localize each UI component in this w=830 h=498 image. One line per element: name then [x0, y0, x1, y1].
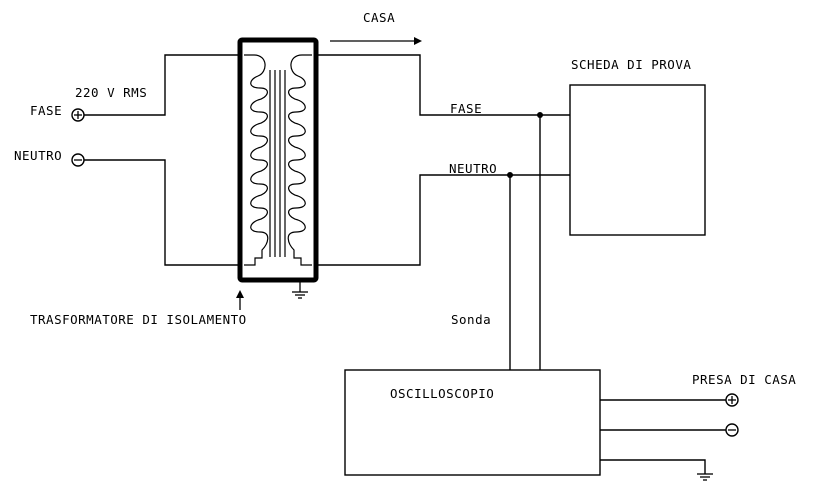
transformer-label: TRASFORMATORE DI ISOLAMENTO — [30, 312, 247, 327]
transformer-core-icon — [269, 70, 286, 257]
oscilloscope-box — [344, 369, 601, 476]
transformer-pointer-arrow-icon — [236, 290, 244, 310]
output-neutro-wire — [316, 174, 570, 266]
input-fase-terminal-icon — [71, 108, 85, 122]
casa-label: CASA — [363, 10, 395, 25]
test-board-box — [569, 84, 706, 236]
output-fase-label: FASE — [450, 101, 482, 116]
voltage-label: 220 V RMS — [75, 85, 147, 100]
oscilloscope-label: OSCILLOSCOPIO — [390, 386, 494, 401]
test-board-label: SCHEDA DI PROVA — [571, 57, 691, 72]
input-fase-wire — [84, 54, 240, 116]
secondary-coil-icon — [287, 54, 312, 266]
transformer-enclosure — [237, 37, 319, 283]
input-neutro-terminal-icon — [71, 153, 85, 167]
socket-ground-wire — [600, 459, 706, 474]
transformer-ground-icon — [292, 282, 308, 299]
casa-direction-arrow-icon — [330, 37, 422, 45]
socket-ground-icon — [697, 473, 713, 481]
output-neutro-label: NEUTRO — [449, 161, 497, 176]
output-fase-wire — [316, 54, 570, 116]
home-socket-label: PRESA DI CASA — [692, 372, 796, 387]
socket-positive-terminal-icon — [725, 393, 739, 407]
socket-negative-terminal-icon — [725, 423, 739, 437]
input-fase-label: FASE — [30, 103, 62, 118]
input-neutro-wire — [84, 159, 240, 266]
input-neutro-label: NEUTRO — [14, 148, 62, 163]
probe-label: Sonda — [451, 312, 491, 327]
primary-coil-icon — [244, 54, 269, 266]
